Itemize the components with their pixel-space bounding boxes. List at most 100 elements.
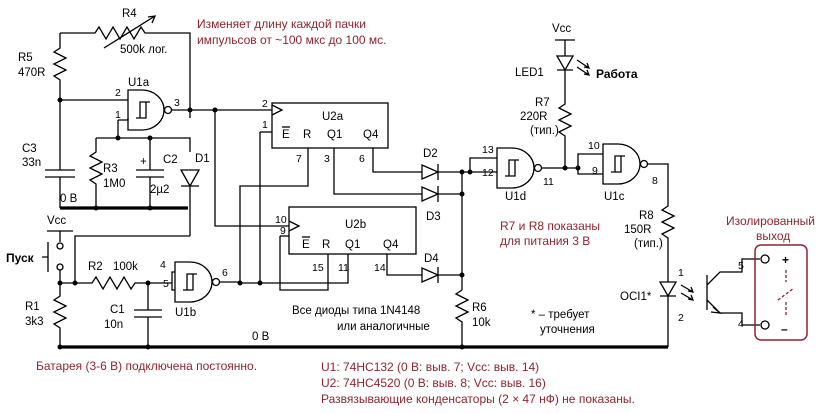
r2-ref: R2 xyxy=(88,261,103,273)
u1a-pin-out: 3 xyxy=(174,97,180,109)
c2-value: 2µ2 xyxy=(150,184,169,196)
u2b-pin-clk: 10 xyxy=(275,214,287,226)
r6-value: 10k xyxy=(472,317,491,329)
r8-ref: R8 xyxy=(639,210,654,222)
r3-value: 1M0 xyxy=(103,178,125,190)
u2a-ref: U2a xyxy=(322,111,344,123)
junction xyxy=(93,205,99,211)
isolated-output-box xyxy=(754,244,808,341)
c3-ref: C3 xyxy=(22,143,37,155)
r7-resistor xyxy=(557,96,573,168)
u1d-pin-out: 11 xyxy=(543,176,554,188)
u2b-en-r-wire xyxy=(279,236,329,291)
start-pushbutton[interactable] xyxy=(42,242,64,272)
r2-resistor xyxy=(75,275,172,291)
r7r8-note-line2: для питания 3 В xyxy=(500,234,590,248)
junction xyxy=(459,272,465,278)
u2b-label-q4: Q4 xyxy=(383,239,399,251)
u1a-pin-in2: 1 xyxy=(115,109,121,121)
u2b-label-r: R xyxy=(322,239,330,251)
output-minus-sign: – xyxy=(781,322,788,336)
junction xyxy=(147,205,153,211)
u1b-ref: U1b xyxy=(175,307,196,319)
r7-ref: R7 xyxy=(535,97,550,109)
oci1-ref: OCI1* xyxy=(620,291,652,303)
output-plus-sign: + xyxy=(782,253,789,267)
u1a-to-u2b-clk xyxy=(214,110,289,227)
junction xyxy=(115,135,121,141)
u2b-ref: U2b xyxy=(345,219,366,231)
c1-capacitor xyxy=(134,283,162,347)
u1d-ref: U1d xyxy=(505,191,526,203)
c1-value: 10n xyxy=(104,319,123,331)
u1a-gate xyxy=(118,89,190,131)
opto-pin-2: 2 xyxy=(678,312,684,324)
u2b-q1-wire xyxy=(260,254,349,284)
u1c-pin-in1: 10 xyxy=(588,140,600,152)
r7-note: (тип.) xyxy=(530,125,559,137)
junction xyxy=(57,344,63,350)
r3-resistor xyxy=(88,138,104,208)
u1-info-note: U1: 74HC132 (0 В: выв. 7; Vcc: выв. 14) xyxy=(321,360,539,374)
refine-note-line2: уточнения xyxy=(540,324,595,336)
zero-v-label-upper: 0 В xyxy=(60,193,78,205)
junction xyxy=(145,344,151,350)
u2a-label-q1: Q1 xyxy=(327,129,342,141)
isolated-note-line1: Изолированный xyxy=(726,214,815,228)
u2-info-note: U2: 74HC4520 (0 В: выв. 8; Vcc: выв. 16) xyxy=(321,376,546,390)
start-button-label[interactable]: Пуск xyxy=(6,251,35,265)
r5-value: 470R xyxy=(18,67,46,79)
r4-note-line2: импульсов от ~100 мкс до 100 мс. xyxy=(197,33,386,47)
r6-resistor xyxy=(454,289,470,347)
battery-note: Батарея (3-6 В) подключена постоянно. xyxy=(36,359,257,373)
u1d-inputs xyxy=(462,157,497,173)
u1d-pin-in1: 13 xyxy=(482,144,494,156)
d3-diode xyxy=(421,186,462,202)
u2a-pin-en: 1 xyxy=(262,119,268,131)
d1-ref: D1 xyxy=(195,153,210,165)
u2b-q4-to-d4 xyxy=(386,254,422,276)
u2b-label-e: E xyxy=(302,239,310,251)
r7r8-note-line1: R7 и R8 показаны xyxy=(500,219,600,233)
junction xyxy=(575,165,581,171)
opto-pin-5: 5 xyxy=(738,260,744,272)
d1-diode xyxy=(179,169,201,236)
r3-ref: R3 xyxy=(103,163,118,175)
junction xyxy=(459,344,465,350)
r6-ref: R6 xyxy=(472,302,487,314)
junction xyxy=(467,169,473,175)
r4-value: 500k лог. xyxy=(120,44,167,56)
junction xyxy=(212,107,218,113)
vcc-rail-start xyxy=(47,230,73,242)
r2-value: 100k xyxy=(113,261,138,273)
ground-rails xyxy=(60,206,668,349)
u2a-pin-q4: 6 xyxy=(359,153,365,165)
c2-capacitor xyxy=(136,138,164,208)
u1a-ref: U1a xyxy=(128,77,150,89)
refine-note-line1: * – требует xyxy=(531,309,590,321)
u2a-label-r: R xyxy=(303,129,311,141)
start-to-d1-wire xyxy=(60,235,190,284)
output-terminal-plus xyxy=(760,254,770,264)
u2a-q1-to-d3 xyxy=(333,148,422,195)
u2a-label-q4: Q4 xyxy=(363,129,379,141)
u2b-pin-en: 9 xyxy=(280,225,286,237)
r4-note-line1: Изменяет длину каждой пачки xyxy=(197,17,366,31)
opto-pin-1: 1 xyxy=(678,267,684,279)
u1c-pin-out: 8 xyxy=(652,175,658,187)
vcc-rail-led xyxy=(555,39,575,56)
u2b-counter xyxy=(280,206,417,255)
u2a-label-e: E xyxy=(282,129,290,141)
led1-diode xyxy=(555,55,591,96)
u1c-pin-in2: 9 xyxy=(592,165,598,177)
c2-ref: C2 xyxy=(163,154,178,166)
u2a-q4-to-d2 xyxy=(372,148,422,173)
u1a-in2-network xyxy=(96,120,191,152)
d4-diode xyxy=(421,267,462,283)
diodes-note-line1: Все диоды типа 1N4148 xyxy=(292,305,420,317)
c3-value: 33n xyxy=(22,157,41,169)
u2a-r-wire xyxy=(239,148,309,283)
r7-value: 220R xyxy=(520,111,548,123)
u1c-gate xyxy=(602,143,669,196)
u2a-counter xyxy=(260,102,389,149)
